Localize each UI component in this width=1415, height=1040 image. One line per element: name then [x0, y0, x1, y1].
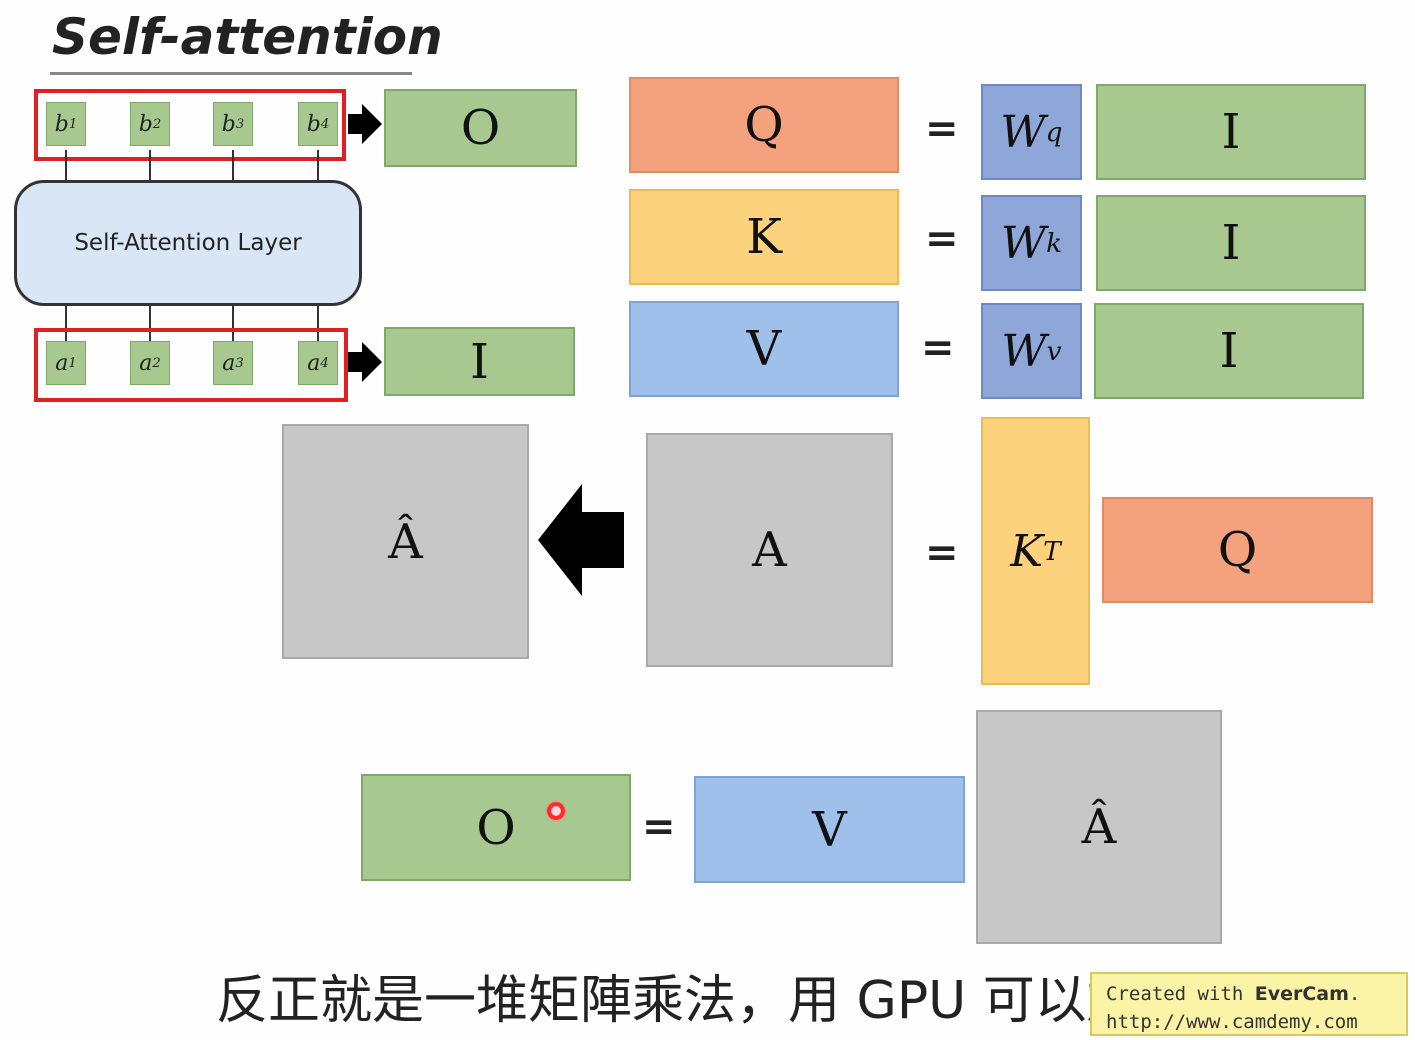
input-frame	[34, 328, 348, 402]
evercam-watermark: Created with EverCam. http://www.camdemy…	[1090, 972, 1408, 1036]
laser-pointer-icon	[545, 800, 567, 822]
output-frame	[34, 89, 346, 161]
self-attention-layer: Self-Attention Layer	[14, 180, 362, 306]
arrow-left-icon	[538, 484, 624, 596]
matrix-O-2: O	[361, 774, 631, 881]
matrix-O: O	[384, 89, 577, 167]
equals-sign: =	[925, 106, 959, 152]
equals-sign: =	[921, 325, 955, 371]
equals-sign: =	[925, 216, 959, 262]
matrix-I: I	[384, 327, 575, 396]
connector-line	[317, 150, 319, 180]
matrix-Q-2: Q	[1102, 497, 1373, 603]
connector-line	[232, 306, 234, 341]
matrix-V: V	[629, 301, 899, 397]
connector-line	[317, 306, 319, 341]
equals-sign: =	[642, 804, 676, 850]
matrix-I-q: I	[1096, 84, 1366, 180]
matrix-A-hat: Â	[282, 424, 529, 659]
slide-title: Self-attention	[52, 8, 443, 66]
matrix-K: K	[629, 189, 899, 285]
arrow-right-icon	[348, 104, 382, 144]
equals-sign: =	[925, 530, 959, 576]
matrix-Q: Q	[629, 77, 899, 173]
connector-line	[232, 150, 234, 180]
caption-subtitle: 反正就是一堆矩陣乘法，用 GPU 可以加速	[216, 971, 1191, 1031]
matrix-A: A	[646, 433, 893, 667]
connector-line	[149, 306, 151, 341]
connector-line	[149, 150, 151, 180]
connector-line	[65, 306, 67, 341]
arrow-right-icon	[348, 342, 382, 382]
title-underline	[50, 72, 412, 75]
matrix-A-hat-2: Â	[976, 710, 1222, 944]
matrix-V-2: V	[694, 776, 965, 883]
connector-line	[65, 150, 67, 180]
matrix-I-k: I	[1096, 195, 1366, 291]
matrix-I-v: I	[1094, 303, 1364, 399]
